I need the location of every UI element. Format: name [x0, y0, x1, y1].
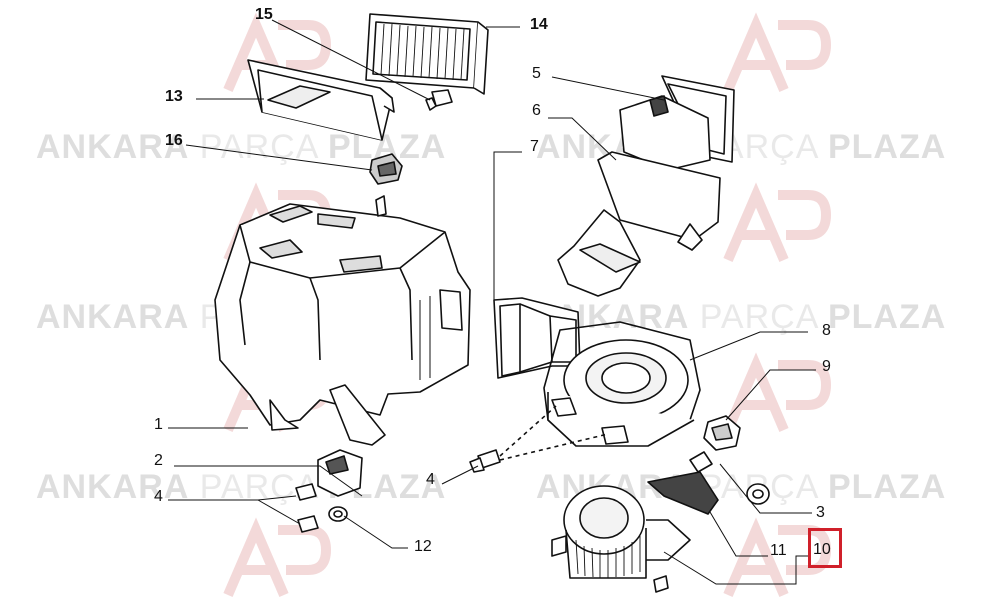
leader-line-4b [168, 495, 301, 525]
leader-line-9 [725, 369, 816, 421]
callout-4-middle: 4 [426, 471, 435, 488]
callout-12: 12 [414, 538, 432, 555]
callout-4-lower: 4 [154, 488, 163, 505]
callout-8: 8 [822, 322, 831, 339]
callout-16: 16 [165, 132, 183, 149]
callout-11: 11 [770, 542, 787, 559]
leader-line-8 [689, 331, 808, 361]
watermark-row: ANKARA PARÇA PLAZA [36, 128, 447, 166]
callout-5: 5 [532, 65, 541, 82]
callout-6: 6 [532, 102, 541, 119]
callout-1: 1 [154, 416, 163, 433]
callout-15: 15 [255, 6, 273, 23]
clip-part [369, 153, 403, 185]
leader-line-12 [343, 515, 408, 549]
filter-housing-part [247, 59, 395, 141]
leader-line-15 [271, 19, 431, 101]
duct-adapter-part [493, 297, 581, 379]
heater-box-part [214, 195, 471, 446]
screw-part [425, 89, 453, 111]
watermark-row: ANKARA PARÇA PLAZA [536, 298, 947, 336]
leader-line-16 [185, 144, 373, 171]
callout-9: 9 [822, 358, 831, 375]
screw-part [469, 449, 501, 473]
leader-line-5 [551, 76, 665, 101]
ap-logo-icon [723, 352, 832, 432]
grommet-part [746, 483, 770, 505]
blower-motor-part [551, 485, 691, 593]
resistor-part [647, 451, 719, 515]
leader-line-7 [493, 151, 522, 300]
callout-10: 10 [813, 541, 831, 558]
screw-part [295, 483, 319, 533]
callout-3: 3 [816, 504, 825, 521]
bracket-part [317, 449, 363, 497]
callout-13: 13 [165, 88, 183, 105]
blower-housing-part [543, 321, 701, 447]
leader-line-11 [709, 511, 768, 557]
leader-line-3 [719, 463, 812, 514]
resistor-clip-part [703, 415, 741, 451]
callout-2: 2 [154, 452, 163, 469]
ap-logo-icon [723, 12, 832, 92]
callout-14: 14 [530, 16, 548, 33]
leader-line-10 [663, 551, 808, 585]
highlighted-part-marker [808, 528, 842, 568]
leader-line-4a [441, 465, 479, 485]
cabin-filter-part [365, 13, 489, 95]
leader-line-6 [548, 117, 617, 161]
ap-logo-icon [723, 182, 832, 262]
leader-line-2 [174, 465, 363, 497]
callout-7: 7 [530, 138, 539, 155]
ap-logo-icon [223, 517, 332, 597]
air-inlet-housing-part [557, 75, 735, 297]
nut-part [328, 506, 348, 522]
